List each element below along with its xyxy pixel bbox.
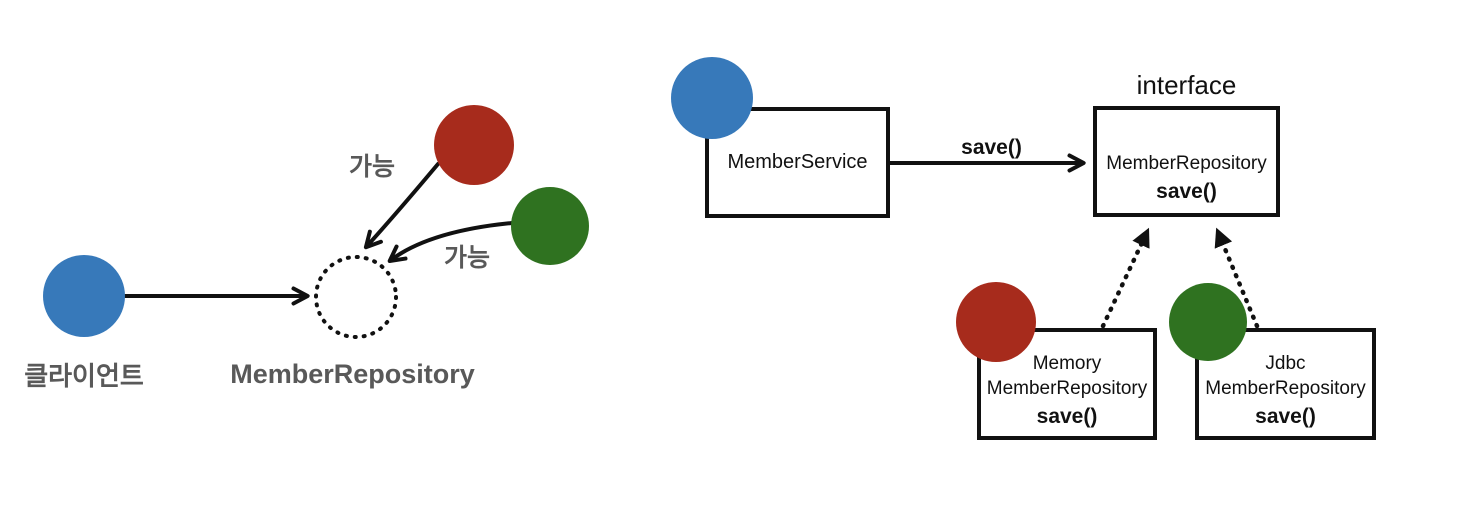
red-possible-arrow (363, 162, 440, 250)
jdbc-impl-method: save() (1255, 405, 1316, 428)
client-circle (43, 255, 125, 337)
interface-name-label: MemberRepository (1106, 153, 1267, 174)
jdbc-actor-circle (1169, 283, 1247, 361)
member-service-label: MemberService (727, 151, 868, 173)
interface-stereotype-label: interface (1136, 70, 1237, 100)
repository-label: MemberRepository (230, 359, 475, 389)
memory-impl-line1: Memory (1032, 353, 1102, 374)
memory-implements-arrow (1100, 227, 1150, 329)
green-option-circle (511, 187, 589, 265)
jdbc-impl-line1: Jdbc (1265, 353, 1306, 374)
jdbc-implements-arrow (1214, 227, 1260, 329)
memory-impl-method: save() (1036, 405, 1098, 428)
interface-method-label: save() (1156, 180, 1217, 203)
green-possible-arrow (387, 221, 514, 263)
possible-label-red: 가능 (348, 153, 395, 181)
red-option-circle (434, 105, 514, 185)
service-actor-circle (671, 57, 753, 139)
memory-actor-circle (956, 282, 1036, 362)
memory-impl-line2: MemberRepository (986, 378, 1148, 399)
save-arrow-label: save() (961, 136, 1022, 159)
client-label: 클라이언트 (24, 361, 144, 391)
jdbc-impl-line2: MemberRepository (1205, 378, 1366, 399)
repository-dotted-circle (314, 255, 398, 339)
possible-label-green: 가능 (443, 244, 490, 272)
member-repository-interface-box: MemberRepository save() (1093, 106, 1280, 217)
